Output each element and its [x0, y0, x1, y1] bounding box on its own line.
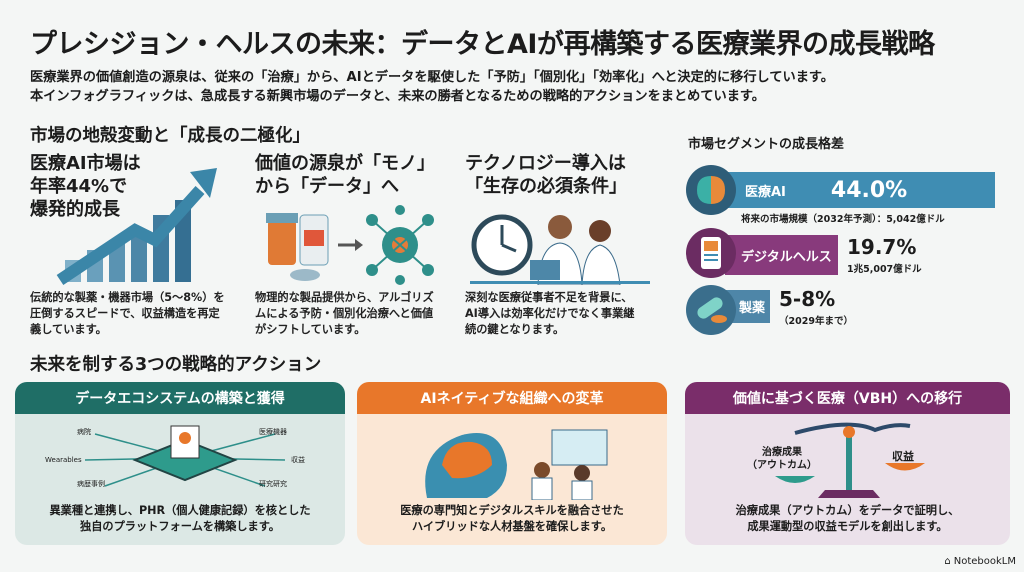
notebooklm-logo: ⌂ NotebookLM	[944, 556, 1016, 567]
column-description: 深刻な医療従事者不足を背景に、 AI導入は効率化だけでなく事業継 続の鍵となりま…	[465, 291, 635, 336]
clock-and-doctors-icon	[470, 214, 650, 285]
segment-bar-medical-ai: 医療AI 44.0%	[725, 172, 995, 208]
column-heading: 価値の源泉が「モノ」 から「データ」へ	[255, 153, 435, 197]
subtitle-line: 本インフォグラフィックは、急成長する新興市場のデータと、未来の勝者となるための戦…	[30, 89, 765, 104]
segments-title: 市場セグメントの成長格差	[688, 137, 845, 152]
segment-note: （2029年まで）	[779, 316, 853, 327]
column-heading: テクノロジー導入は 「生存の必須条件」	[465, 153, 627, 197]
ai-brain-team-icon	[425, 429, 608, 500]
segment-value: 44.0%	[830, 177, 908, 203]
subtitle: 医療業界の価値創造の源泉は、従来の「治療」から、AIとデータを駆使した「予防」「…	[30, 68, 834, 106]
segment-note: 将来の市場規模（2032年予測）：5,042億ドル	[741, 214, 945, 225]
segment-note: 1兆5,007億ドル	[847, 264, 922, 275]
card-title: 価値に基づく医療（VBH）への移行	[685, 382, 1010, 414]
growth-chart-icon	[56, 168, 217, 285]
segment-value: 19.7%	[847, 235, 917, 259]
node-label: 医療機器	[259, 428, 287, 436]
section1-heading: 市場の地殻変動と「成長の二極化」	[30, 126, 310, 146]
notebooklm-icon: ⌂	[944, 556, 951, 567]
smartphone-health-icon	[686, 228, 736, 278]
strategy-card-vbh: 価値に基づく医療（VBH）への移行 治療成果 （アウトカム） 収益 治療成果（ア…	[685, 382, 1010, 545]
segment-label: 製薬	[739, 301, 766, 316]
section2-heading: 未来を制する3つの戦略的アクション	[30, 355, 322, 375]
card-title: AIネイティブな組織への変革	[357, 382, 667, 414]
balance-scale-icon	[775, 422, 925, 498]
platform-icon	[84, 425, 286, 487]
segment-value: 5-8%	[779, 287, 836, 311]
card-description: 異業種と連携し、PHR（個人健康記録）を核とした 独自のプラットフォームを構築し…	[49, 504, 311, 533]
column-description: 伝統的な製薬・機器市場（5〜8%）を 圧倒するスピードで、収益構造を再定 義して…	[30, 291, 225, 336]
subtitle-line: 医療業界の価値創造の源泉は、従来の「治療」から、AIとデータを駆使した「予防」「…	[30, 70, 834, 85]
card-description: 医療の専門知とデジタルスキルを融合させた ハイブリッドな人材基盤を確保します。	[400, 504, 624, 533]
scale-label-revenue: 収益	[892, 450, 914, 463]
card-description: 治療成果（アウトカム）をデータで証明し、 成果運動型の収益モデルを創出します。	[735, 504, 960, 533]
segment-label: デジタルヘルス	[741, 249, 832, 265]
card-title: データエコシステムの構築と獲得	[15, 382, 345, 414]
scale-label-outcome: 治療成果 （アウトカム）	[747, 447, 817, 471]
product-to-data-icon	[266, 205, 434, 285]
node-label: 病院	[77, 428, 91, 436]
node-label: Wearables	[45, 456, 82, 464]
column-heading: 医療AI市場は 年率44%で 爆発的成長	[30, 153, 141, 220]
page-title: プレシジョン・ヘルスの未来：データとAIが再構築する医療業界の成長戦略	[30, 29, 935, 60]
segment-bar-digital-health: デジタルヘルス	[725, 235, 838, 275]
node-label: 研究研究	[259, 480, 287, 488]
segment-label: 医療AI	[745, 184, 786, 200]
pill-icon	[686, 285, 736, 335]
strategy-card-ai-native: AIネイティブな組織への変革 医療の専門知とデジタルスキルを融合させた ハイブリ…	[357, 382, 667, 545]
brand-label: NotebookLM	[953, 556, 1016, 567]
strategy-card-data-ecosystem: データエコシステムの構築と獲得 病院 医療機器 Wearables 収益 病歴事…	[15, 382, 345, 545]
node-label: 病歴事例	[77, 480, 105, 488]
brain-icon	[686, 165, 736, 215]
node-label: 収益	[291, 456, 305, 464]
column-description: 物理的な製品提供から、アルゴリズ ムによる予防・個別化治療へと価値 がシフトして…	[255, 291, 434, 336]
